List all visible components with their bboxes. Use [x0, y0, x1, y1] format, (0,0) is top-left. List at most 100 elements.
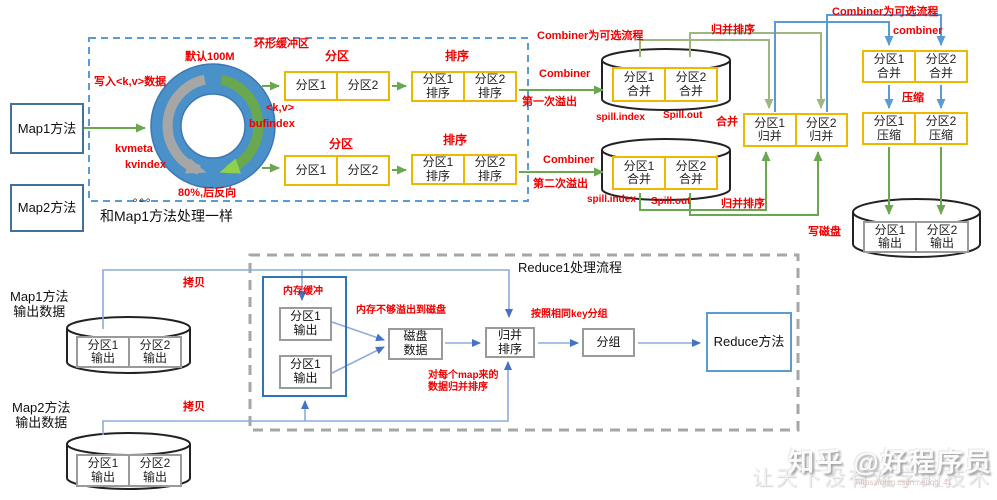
watermark-slogan: 让天下没有难学的技术 [752, 467, 992, 490]
merge-sort-bottom-label: 归并排序 [721, 198, 765, 210]
final-output-box: 分区1 输出 分区2 输出 [863, 221, 969, 253]
merge-label: 合并 [716, 116, 738, 128]
kvmeta-label: kvmeta [115, 143, 153, 155]
green-flow-arrows [84, 81, 946, 216]
disk-data-label: 磁盘 数据 [403, 329, 428, 357]
combiner1-label: Combiner [539, 68, 591, 80]
first-spill-label: 第一次溢出 [522, 96, 577, 108]
spill2-partition2-merge-cell: 分区2 合并 [664, 158, 716, 188]
map2-method-label: Map2方法 [17, 200, 77, 216]
memory-buffer-container [262, 276, 347, 397]
partition2-cell: 分区2 [336, 73, 388, 99]
membuf-partition1-output-box2: 分区1 输出 [279, 355, 332, 389]
reduce-method-label: Reduce方法 [713, 334, 785, 350]
spill1-partition1-merge-cell: 分区1 合并 [623, 70, 655, 98]
partition2-sorted-cell: 分区2 排序 [463, 72, 515, 100]
write-disk-label: 写磁盘 [808, 226, 841, 238]
group-note-label: 按照相同key分组 [531, 309, 608, 320]
partition-title-row1: 分区 [325, 49, 350, 63]
backfill-label: 80%,后反向 [178, 187, 237, 199]
partition1-compress-cell: 分区1 压缩 [873, 114, 905, 142]
spill-out1-label: Spill.out [663, 110, 703, 121]
map1-method-box: Map1方法 [10, 103, 84, 154]
membuf-box2-label: 分区1 输出 [290, 357, 321, 385]
reduce-flow-lines [102, 269, 701, 435]
spill2-merge-box: 分区1 合并 分区2 合并 [612, 156, 718, 190]
reduce-stage-dashed-border [248, 253, 800, 432]
merge-note-label: 对每个map来的 数据归并排序 [428, 370, 499, 393]
group-label: 分组 [596, 334, 621, 349]
sort-row2-box: 分区1 排序 分区2 排序 [411, 154, 517, 185]
merge-sort-top-label: 归并排序 [711, 24, 755, 36]
merge-sort-box: 归并 排序 [485, 327, 535, 358]
kv-label: <k,v> [266, 102, 295, 114]
partition2-sorted-cell: 分区2 排序 [463, 155, 515, 183]
spill-out2-label: Spill.out [651, 196, 691, 207]
reduce-stage-title: Reduce1处理流程 [518, 260, 623, 275]
combiner-merge-box: 分区1 合并 分区2 合并 [862, 50, 968, 83]
partition1-merge-cell: 分区1 归并 [754, 115, 786, 143]
map2-partition2-output-cell: 分区2 输出 [128, 456, 180, 485]
map2-partition1-output-cell: 分区1 输出 [87, 456, 119, 484]
memory-buffer-label: 内存缓冲 [283, 286, 323, 297]
merge-sort-lines [639, 32, 826, 109]
spill1-merge-box: 分区1 合并 分区2 合并 [612, 67, 718, 102]
final-partition2-output-cell: 分区2 输出 [915, 223, 967, 251]
copy2-label: 拷贝 [183, 401, 205, 413]
combiner-optional-label-right: Combiner为可选流程 [832, 6, 939, 18]
map1-output-box: 分区1 输出 分区2 输出 [76, 336, 182, 368]
partition-title-row2: 分区 [329, 137, 354, 151]
partition-row2-box: 分区1 分区2 [284, 155, 390, 186]
write-kv-label: 写入<k,v>数据 [94, 76, 167, 88]
sort-row1-box: 分区1 排序 分区2 排序 [411, 71, 517, 102]
partition-row1-box: 分区1 分区2 [284, 71, 390, 101]
partition2-merge-cell: 分区2 归并 [794, 115, 847, 145]
ring-buffer-donut [150, 63, 276, 189]
overflow-note-label: 内存不够溢出到磁盘 [356, 305, 446, 316]
sort-title-row1: 排序 [445, 49, 470, 63]
spill-index2-label: spill.index [587, 194, 636, 205]
map1-partition1-output-cell: 分区1 输出 [87, 337, 119, 365]
default-100m-label: 默认100M [185, 51, 235, 63]
map2-output-box: 分区1 输出 分区2 输出 [76, 454, 182, 487]
combiner-flow-arrows [774, 14, 946, 112]
map1-method-label: Map1方法 [17, 120, 77, 136]
spill1-partition2-merge-cell: 分区2 合并 [664, 69, 716, 100]
partition2-compress-cell: 分区2 压缩 [914, 114, 966, 143]
partition1-sorted-cell: 分区1 排序 [422, 155, 454, 183]
same-as-map1-note: 和Map1方法处理一样 [100, 208, 234, 224]
combiner-label-right: combiner [893, 25, 943, 37]
merge-sort-label: 归并 排序 [497, 327, 522, 356]
combiner-partition2-cell: 分区2 合并 [914, 52, 966, 81]
partition1-cell: 分区1 [295, 78, 327, 93]
combiner-optional-label-mid: Combiner为可选流程 [537, 30, 644, 42]
partition2-cell: 分区2 [336, 157, 388, 184]
bufindex-label: bufindex [249, 118, 295, 130]
membuf-box1-label: 分区1 输出 [290, 309, 321, 337]
watermark-zhihu: 知乎 @好程序员 [788, 447, 993, 477]
compress-box: 分区1 压缩 分区2 压缩 [862, 112, 968, 145]
spill2-partition1-merge-cell: 分区1 合并 [623, 158, 655, 186]
second-spill-label: 第二次溢出 [533, 178, 588, 190]
compress-title-label: 压缩 [902, 92, 924, 104]
partition1-cell: 分区1 [295, 162, 327, 177]
partition1-sorted-cell: 分区1 排序 [422, 72, 454, 100]
map2-output-title: Map2方法 输出数据 [12, 400, 71, 431]
map2-method-box: Map2方法 [10, 184, 84, 232]
ring-buffer-label: 环形缓冲区 [254, 38, 309, 50]
kvindex-label: kvindex [125, 159, 166, 171]
combiner2-label: Combiner [543, 154, 595, 166]
map-stage-dashed-border [88, 37, 529, 202]
combiner-partition1-cell: 分区1 合并 [873, 52, 905, 80]
watermark-url: https://blog.csdn.net/qq_41 [856, 478, 953, 487]
disk-data-box: 磁盘 数据 [388, 328, 443, 360]
reduce-method-box: Reduce方法 [706, 312, 792, 372]
map1-partition2-output-cell: 分区2 输出 [128, 338, 180, 366]
copy1-label: 拷贝 [183, 277, 205, 289]
group-box: 分组 [582, 328, 635, 357]
map1-output-title: Map1方法 输出数据 [10, 289, 69, 320]
final-partition1-output-cell: 分区1 输出 [874, 222, 906, 250]
merge-box: 分区1 归并 分区2 归并 [743, 113, 848, 147]
membuf-partition1-output-box1: 分区1 输出 [279, 307, 332, 341]
